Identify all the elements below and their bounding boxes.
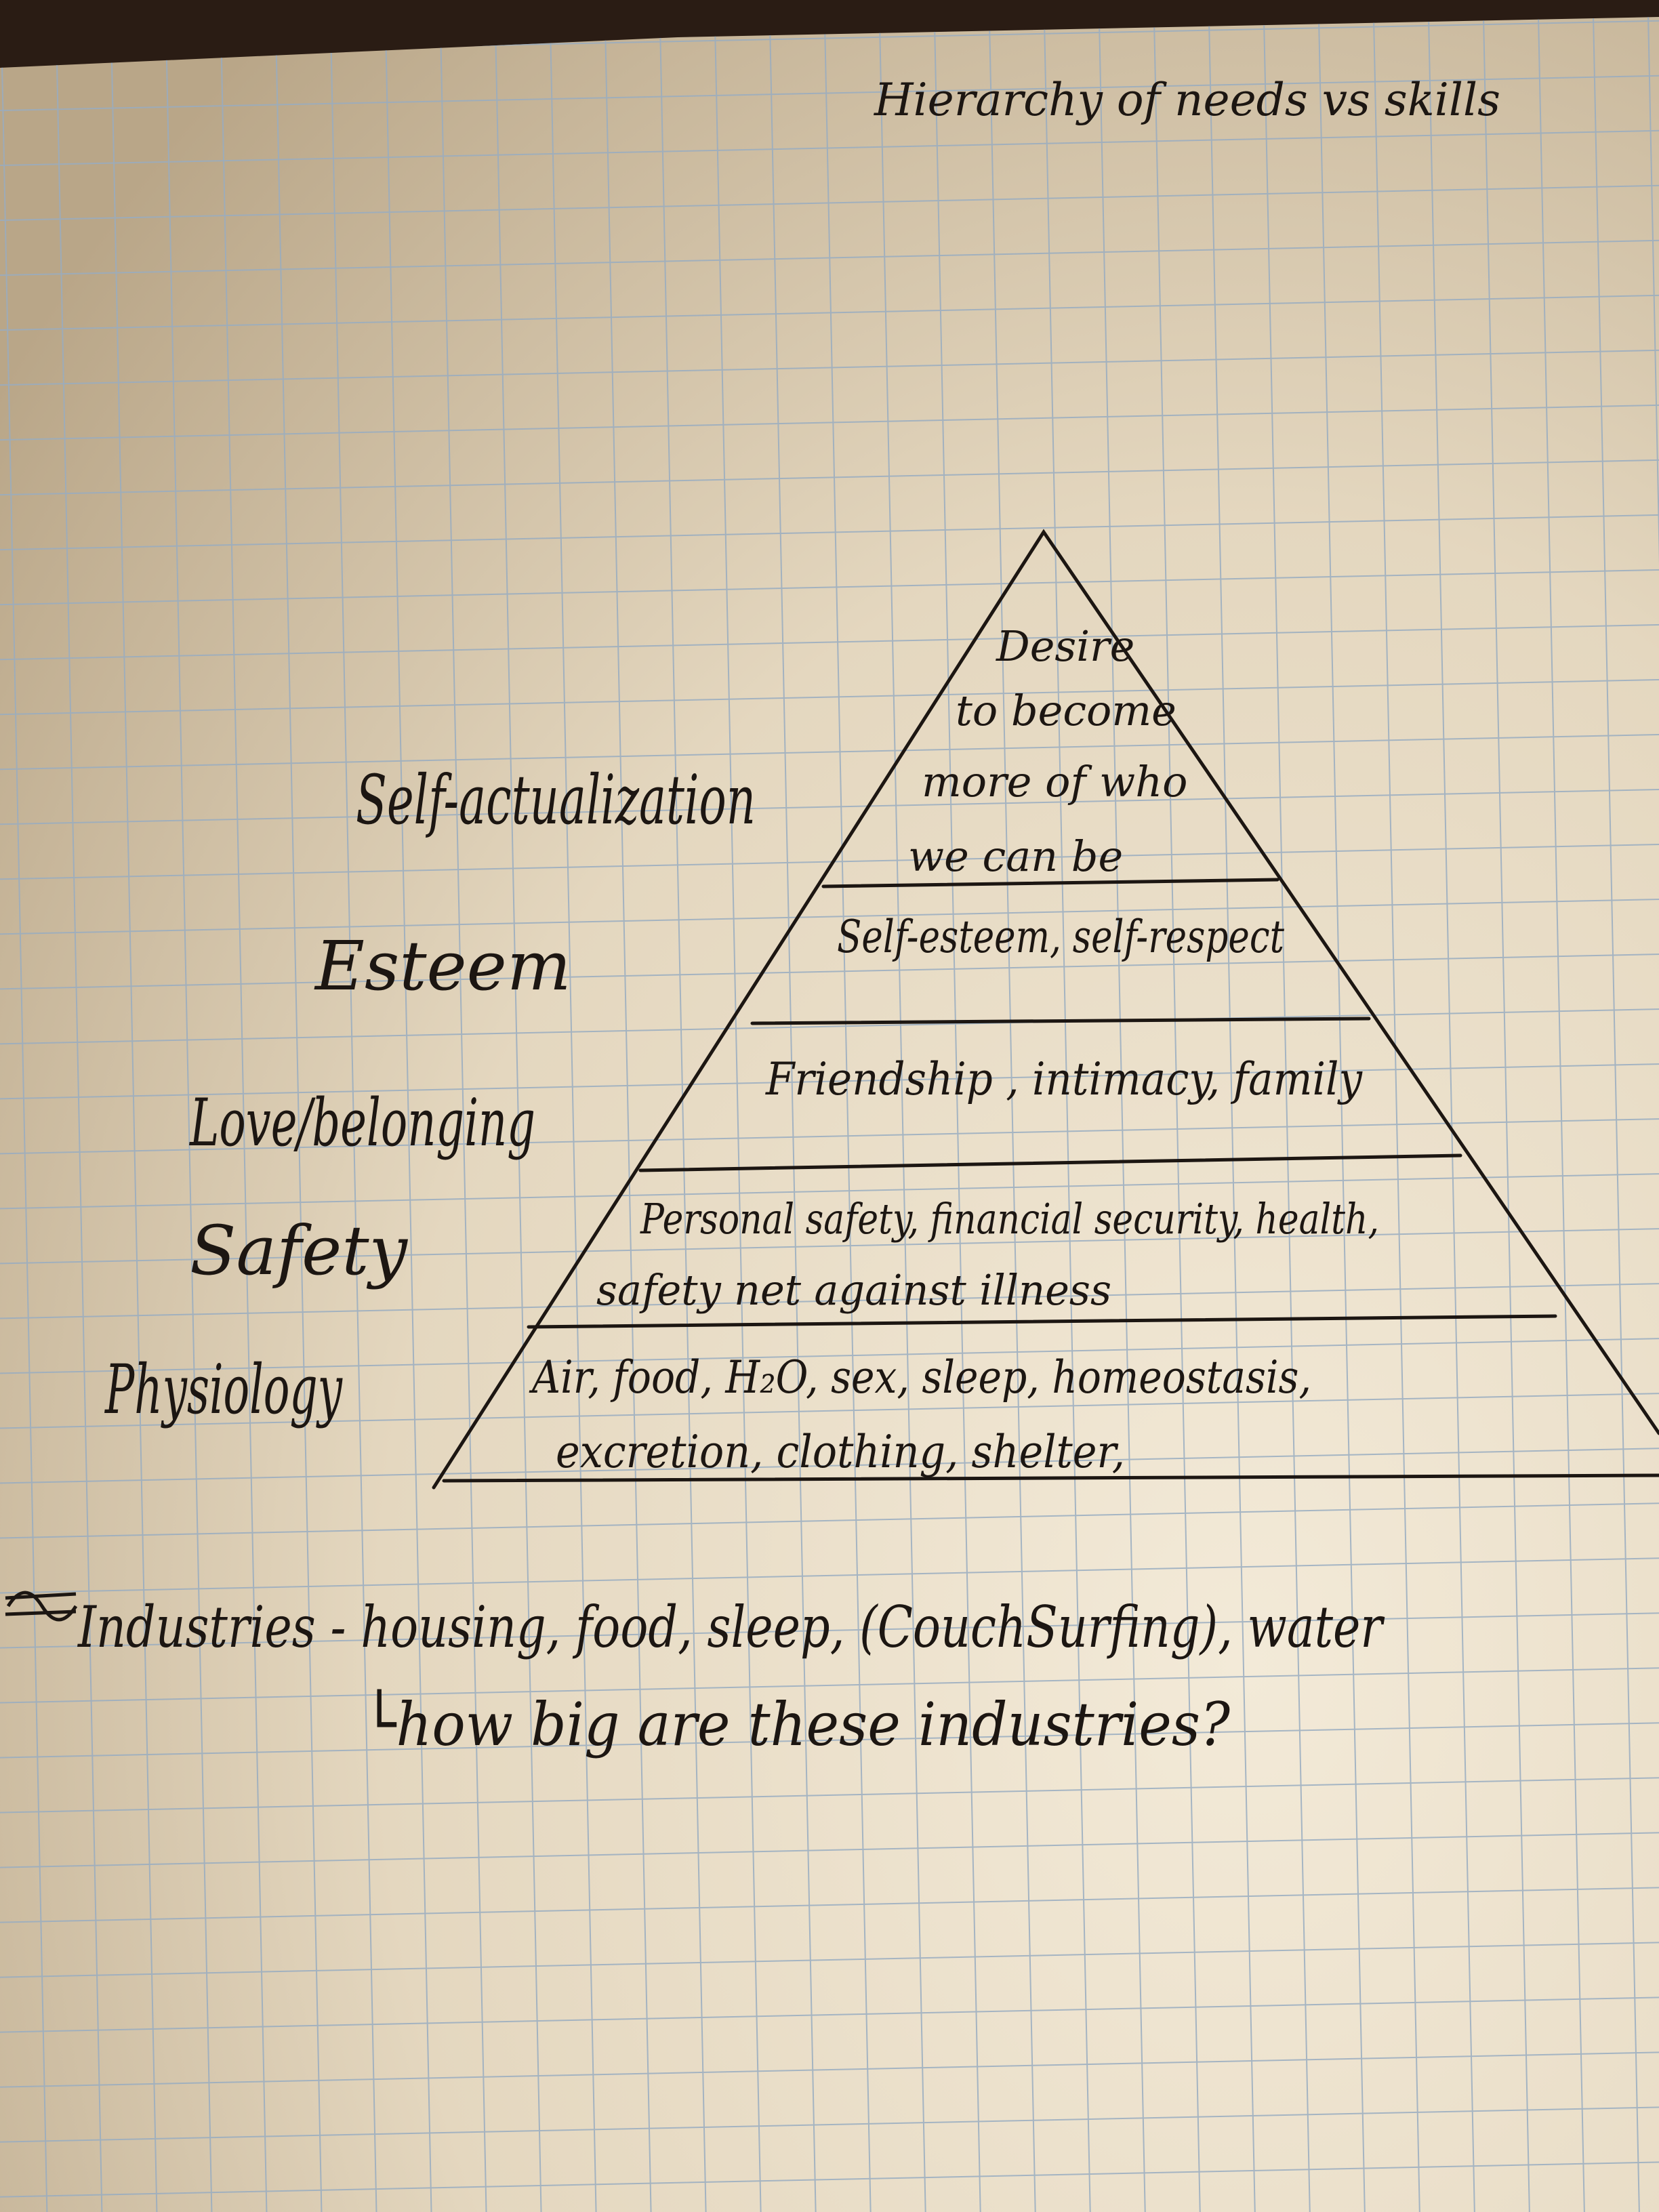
apex-line-1: Desire <box>996 621 1134 671</box>
pyramid-divider-3 <box>638 1153 1462 1172</box>
physiology-tier-text-2: excretion, clothing, shelter, <box>556 1426 1125 1478</box>
crossed-out-scribble <box>5 1591 78 1622</box>
label-esteem: Esteem <box>314 926 571 1006</box>
love-tier-text: Friendship , intimacy, family <box>765 1053 1363 1105</box>
page-title: Hierarchy of needs vs skills <box>874 74 1500 126</box>
pyramid-divider-1 <box>821 878 1279 888</box>
physiology-tier-text-1: Air, food, H₂O, sex, sleep, homeostasis, <box>529 1351 1311 1404</box>
pyramid <box>432 529 1659 1490</box>
safety-tier-text-2: safety net against illness <box>596 1265 1111 1315</box>
pyramid-base-line <box>442 1473 1659 1483</box>
apex-text: Desire to become more of who we can be <box>908 621 1187 881</box>
esteem-tier-text: Self-esteem, self-respect <box>837 911 1284 963</box>
apex-line-2: to become <box>956 686 1176 735</box>
grid-lines <box>0 17 1659 2212</box>
pyramid-divider-2 <box>750 1017 1371 1025</box>
label-safety: Safety <box>190 1211 409 1290</box>
industries-note: Industries - housing, food, sleep, (Couc… <box>77 1594 1385 1660</box>
safety-tier-text-1: Personal safety, financial security, hea… <box>640 1194 1379 1244</box>
pyramid-outline <box>432 529 1659 1490</box>
level-labels: Self-actualization Esteem Love/belonging… <box>104 760 756 1429</box>
apex-line-3: more of who <box>922 757 1187 806</box>
industries-question: └how big are these industries? <box>363 1689 1231 1759</box>
label-love-belonging: Love/belonging <box>189 1085 535 1161</box>
apex-line-4: we can be <box>908 832 1123 881</box>
pyramid-divider-4 <box>527 1314 1557 1329</box>
label-physiology: Physiology <box>104 1350 343 1429</box>
label-self-actualization: Self-actualization <box>356 760 756 840</box>
